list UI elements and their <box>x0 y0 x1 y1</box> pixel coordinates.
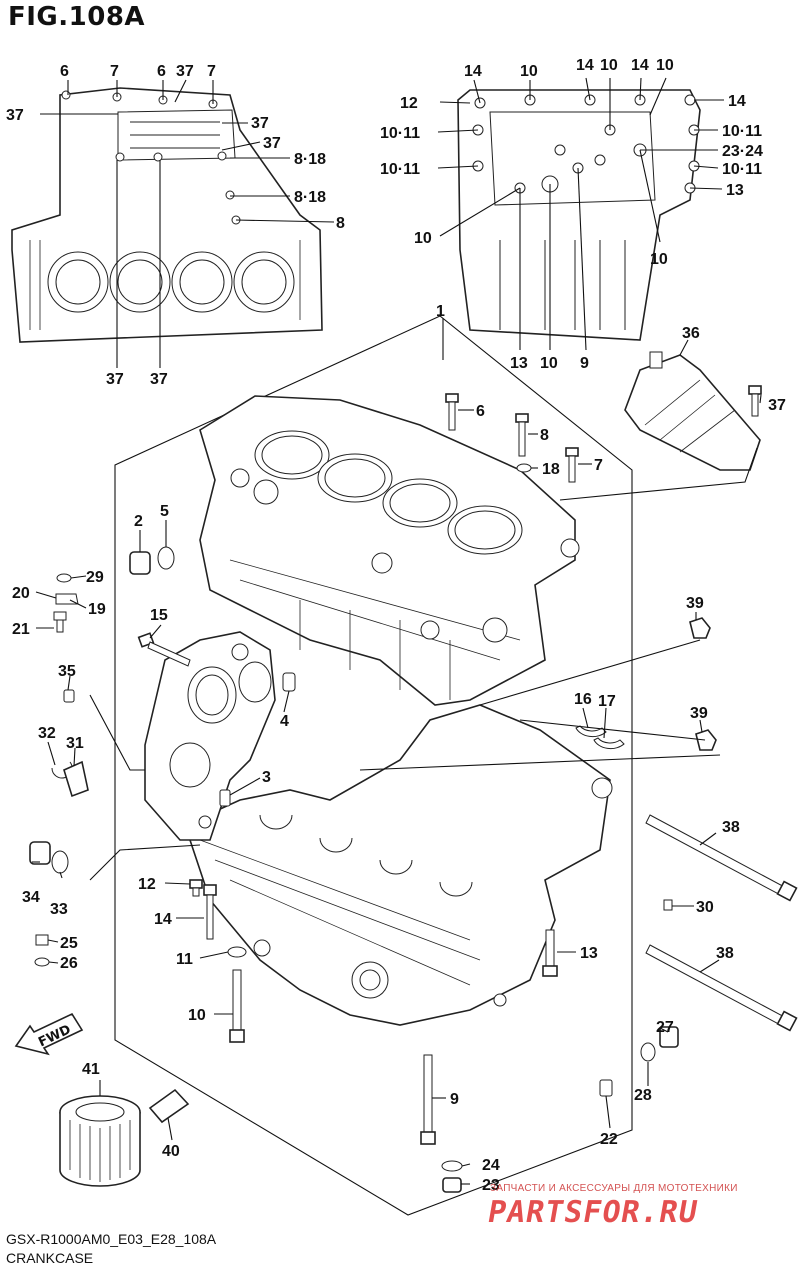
callout: 14 <box>631 57 649 74</box>
callout: 40 <box>162 1143 180 1160</box>
callout: 33 <box>50 901 68 918</box>
callout: 23 <box>482 1177 500 1194</box>
callout: 30 <box>696 899 714 916</box>
callout: 39 <box>686 595 704 612</box>
watermark-tagline: ЗАПЧАСТИ И АКСЕССУАРЫ ДЛЯ МОТОТЕХНИКИ <box>490 1183 738 1194</box>
callout: 37 <box>251 115 269 132</box>
cover-36 <box>624 351 761 471</box>
callout: 37 <box>768 397 786 414</box>
fasteners <box>29 385 798 1193</box>
upper-case-top-inset <box>11 87 323 343</box>
assembly-frame <box>114 315 633 1216</box>
callout: 11 <box>176 951 193 968</box>
callout: 7 <box>207 63 216 80</box>
callout: 7 <box>110 63 119 80</box>
callout: 5 <box>160 503 169 520</box>
callout: 9 <box>450 1091 459 1108</box>
callout: 22 <box>600 1131 618 1148</box>
lower-crankcase <box>184 704 613 1026</box>
callout: 20 <box>12 585 30 602</box>
callout: 37 <box>150 371 168 388</box>
fwd-arrow-icon: FWD <box>14 1012 84 1056</box>
callout: 4 <box>280 713 289 730</box>
callout: 12 <box>400 95 418 112</box>
callout: 36 <box>682 325 700 342</box>
callout: 10 <box>600 57 618 74</box>
callout: 8·18 <box>294 151 326 168</box>
callout: 41 <box>82 1061 100 1078</box>
callout: 37 <box>6 107 24 124</box>
callout: 10·11 <box>722 161 762 178</box>
callout: 29 <box>86 569 104 586</box>
callout: 8·18 <box>294 189 326 206</box>
callout: 39 <box>690 705 708 722</box>
callout: 37 <box>263 135 281 152</box>
callout: 10·11 <box>380 125 420 142</box>
callout: 15 <box>150 607 168 624</box>
callout: 21 <box>12 621 30 638</box>
callout: 16 <box>574 691 592 708</box>
callout: 10 <box>650 251 668 268</box>
callout: 28 <box>634 1087 652 1104</box>
figure-title: FIG.108A <box>8 2 146 32</box>
callout: 25 <box>60 935 78 952</box>
callout: 14 <box>464 63 482 80</box>
leader-lines <box>32 77 762 1185</box>
callout: 3 <box>262 769 271 786</box>
callout: 13 <box>726 182 744 199</box>
callout: 10·11 <box>722 123 762 140</box>
callout: 10 <box>540 355 558 372</box>
callout: 34 <box>22 889 40 906</box>
callout-labels: 6 7 6 37 7 37 37 37 8·18 8·18 8 37 37 14… <box>6 57 786 1194</box>
callout: 6 <box>476 403 485 420</box>
figure-label: CRANKCASE <box>6 1250 94 1266</box>
callout: 10 <box>656 57 674 74</box>
callout: 31 <box>66 735 84 752</box>
callout: 18 <box>542 461 560 478</box>
callout: 1 <box>436 303 445 320</box>
callout: 7 <box>594 457 603 474</box>
callout: 10 <box>188 1007 206 1024</box>
callout: 37 <box>106 371 124 388</box>
callout: 32 <box>38 725 56 742</box>
upper-crankcase <box>199 395 580 706</box>
callout: 10 <box>520 63 538 80</box>
callout: 2 <box>134 513 143 530</box>
callout: 13 <box>510 355 528 372</box>
callout: 14 <box>728 93 746 110</box>
callout: 35 <box>58 663 76 680</box>
callout: 8 <box>540 427 549 444</box>
callout: 38 <box>722 819 740 836</box>
callout: 19 <box>88 601 106 618</box>
callout: 17 <box>598 693 616 710</box>
callout: 14 <box>154 911 172 928</box>
callout: 13 <box>580 945 598 962</box>
lower-case-bottom-inset <box>457 89 701 341</box>
callout: 10 <box>414 230 432 247</box>
side-cover <box>144 631 276 841</box>
callout: 27 <box>656 1019 674 1036</box>
figure-code: GSX-R1000AM0_E03_E28_108A <box>6 1231 217 1247</box>
callout: 38 <box>716 945 734 962</box>
callout: 23·24 <box>722 143 763 160</box>
callout: 26 <box>60 955 78 972</box>
callout: 14 <box>576 57 594 74</box>
callout: 10·11 <box>380 161 420 178</box>
callout: 8 <box>336 215 345 232</box>
callout: 6 <box>60 63 69 80</box>
callout: 6 <box>157 63 166 80</box>
watermark-logo: PARTSFOR.RU <box>484 1195 701 1230</box>
callout: 24 <box>482 1157 500 1174</box>
callout: 12 <box>138 876 156 893</box>
callout: 37 <box>176 63 194 80</box>
callout: 9 <box>580 355 589 372</box>
